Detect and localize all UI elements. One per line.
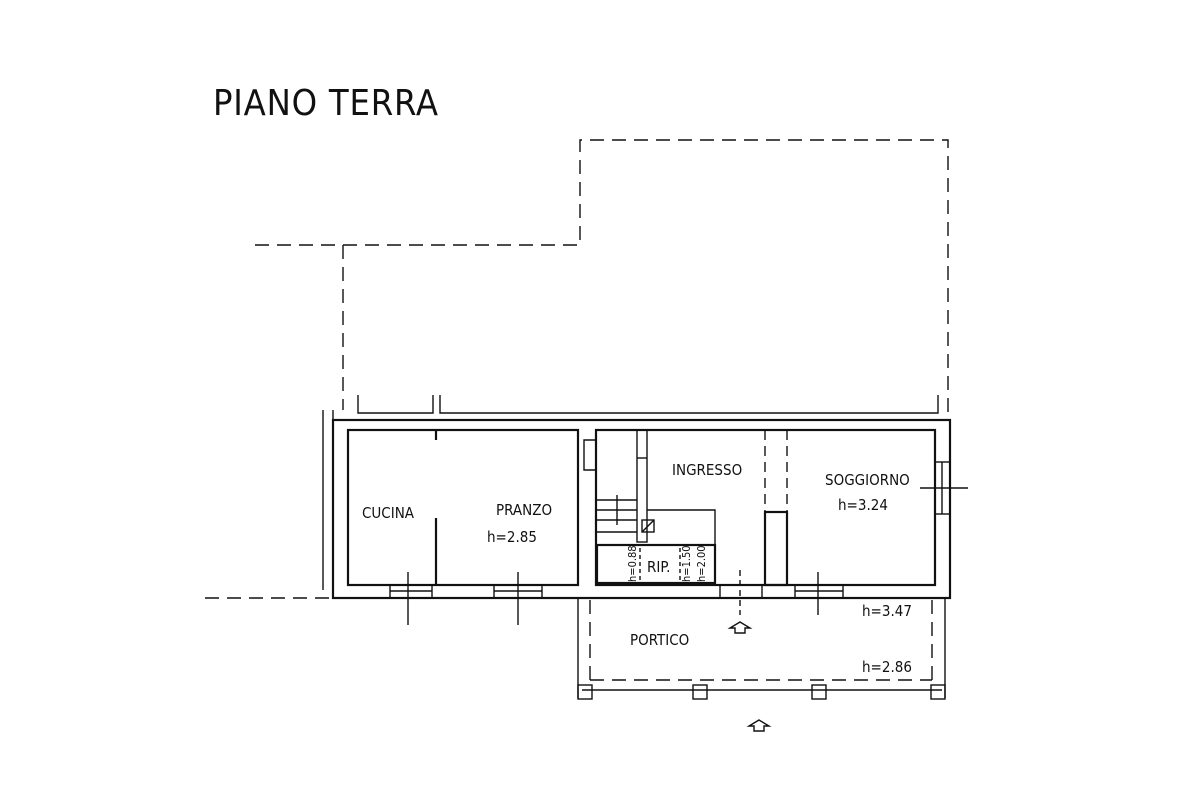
- entrance-arrow-icon: [727, 621, 753, 634]
- room-label-rip: RIP.: [647, 558, 670, 576]
- room-label-pranzo: PRANZO: [496, 501, 552, 519]
- rip-height-3: h=2.00: [695, 545, 708, 582]
- room-label-portico: PORTICO: [630, 631, 689, 649]
- rip-height-2: h=1.50: [680, 545, 693, 582]
- rip-height-1: h=0.88: [626, 545, 639, 582]
- plan-title: PIANO TERRA: [213, 83, 438, 124]
- room-label-soggiorno: SOGGIORNO: [825, 471, 910, 489]
- walls: [331, 418, 968, 700]
- entrance-arrow-icon: [746, 719, 772, 732]
- room-label-cucina: CUCINA: [362, 504, 415, 522]
- portico-height-1: h=3.47: [862, 602, 912, 620]
- portico-height-2: h=2.86: [862, 658, 912, 676]
- room-height-pranzo: h=2.85: [487, 528, 537, 546]
- room-height-soggiorno: h=3.24: [838, 496, 888, 514]
- dashed-outline: [205, 139, 949, 599]
- room-label-ingresso: INGRESSO: [672, 461, 742, 479]
